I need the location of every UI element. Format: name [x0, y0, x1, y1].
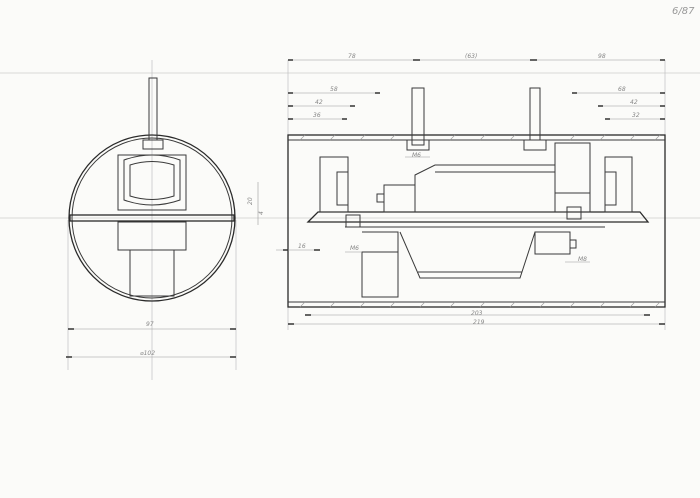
- dim-top-left: 78: [348, 53, 356, 60]
- dim-right-1: 68: [618, 86, 626, 93]
- motor-lower-cap: [534, 231, 571, 255]
- bolt-nut: [142, 139, 164, 150]
- dim-top-right: 98: [598, 53, 606, 60]
- motor-body-outline: [123, 154, 181, 206]
- fastener-right: [566, 206, 582, 220]
- mounting-bolt-left: [411, 87, 425, 146]
- pipe-outer-circle: [68, 134, 236, 302]
- dim-offset: 16: [298, 243, 306, 250]
- dim-inner-length: 203: [471, 310, 483, 317]
- motor-housing: [117, 154, 187, 211]
- front-view: 97 ⌀102: [66, 77, 236, 358]
- gearbox-lower: [361, 251, 399, 298]
- dim-left-1: 58: [330, 86, 338, 93]
- label-bolt-lower: M6: [350, 245, 359, 252]
- mounting-plate: [69, 214, 235, 222]
- pipe-inner-circle: [71, 137, 233, 299]
- label-bolt-right: M8: [578, 256, 587, 263]
- dim-inner-diameter: 97: [146, 321, 154, 328]
- nut-right: [523, 139, 547, 151]
- gearbox-right: [554, 142, 591, 194]
- dim-plate-thickness: 4: [258, 211, 265, 215]
- dim-outer-length: 219: [473, 319, 485, 326]
- mounting-bolt-right: [529, 87, 541, 141]
- dim-left-2: 42: [315, 99, 323, 106]
- dim-left-3: 36: [313, 112, 321, 119]
- end-bracket-right: [604, 156, 633, 213]
- fastener-left: [345, 214, 361, 228]
- page-number: 6/87: [672, 6, 695, 17]
- dim-right-3: 32: [632, 112, 640, 119]
- dim-top-middle: (63): [465, 53, 477, 60]
- gearbox: [129, 249, 175, 297]
- mounting-bolt: [148, 77, 158, 141]
- top-dimensions: 78 (63) 98 58 42 36 68 42 32: [288, 53, 665, 120]
- pipe-wall-hatching: [299, 134, 661, 308]
- motor-endcap: [383, 184, 416, 213]
- construction-lines: [0, 60, 700, 380]
- end-bracket-left: [319, 156, 349, 213]
- pipe-section: [287, 134, 666, 308]
- nut-left: [406, 139, 430, 151]
- label-bolt-top: M6: [412, 152, 421, 159]
- dim-outer-diameter: ⌀102: [140, 350, 155, 357]
- dim-plate-height: 20: [247, 197, 254, 205]
- mounting-plate-side: [306, 211, 650, 223]
- side-view: 78 (63) 98 58 42 36 68 42 32 20 4: [247, 53, 666, 326]
- dim-right-2: 42: [630, 99, 638, 106]
- motor-lower: [399, 231, 536, 279]
